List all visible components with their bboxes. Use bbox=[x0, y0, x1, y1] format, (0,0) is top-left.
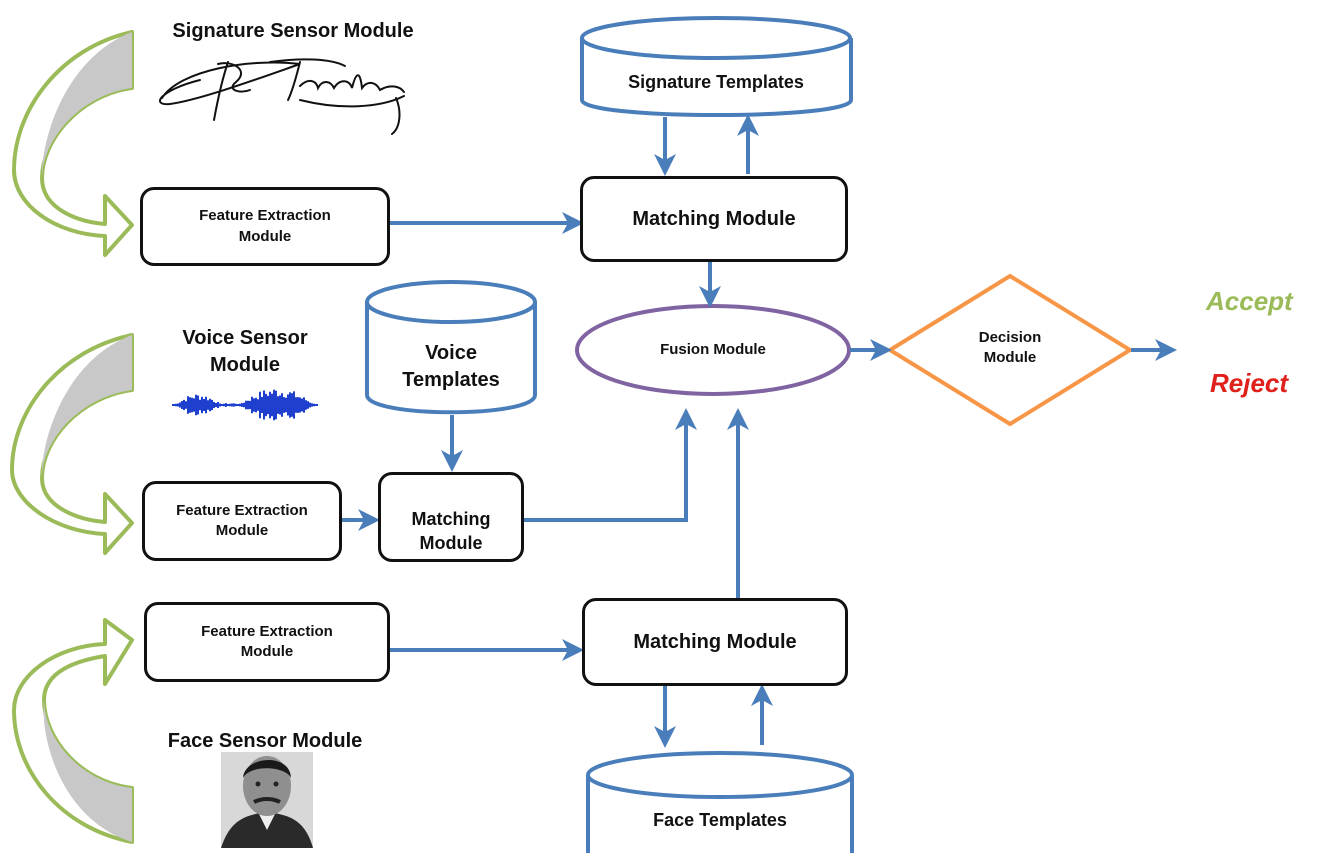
voice-templates-label: Voice Templates bbox=[402, 342, 500, 391]
face-templates-label: Face Templates bbox=[653, 810, 787, 830]
face-feature-extraction-label: Feature Extraction Module bbox=[201, 622, 333, 660]
signature-templates-cylinder bbox=[580, 16, 853, 117]
accept-outcome: Accept bbox=[1206, 286, 1293, 316]
face-sensor-title: Face Sensor Module bbox=[167, 730, 363, 752]
voice-feature-extraction-box: Feature Extraction Module bbox=[142, 481, 342, 561]
face-matching-box: Matching Module bbox=[582, 598, 848, 686]
voice-waveform-image bbox=[172, 389, 318, 421]
decision-module-diamond bbox=[886, 273, 1134, 427]
signature-matching-label: Matching Module bbox=[632, 207, 796, 230]
voice-matching-label: Matching Module bbox=[411, 508, 491, 553]
decision-module-label: Decision Module bbox=[978, 329, 1042, 367]
signature-feature-extraction-label: Feature Extraction Module bbox=[199, 207, 331, 245]
voice-sensor-arrow bbox=[10, 333, 134, 555]
face-sensor-arrow bbox=[12, 618, 134, 844]
face-feature-extraction-box: Feature Extraction Module bbox=[144, 602, 390, 682]
voice-matching-box: Matching Module bbox=[378, 472, 524, 562]
signature-sensor-arrow bbox=[12, 30, 134, 257]
signature-image bbox=[159, 58, 405, 135]
face-templates-cylinder bbox=[586, 751, 854, 853]
voice-templates-cylinder bbox=[365, 280, 537, 415]
reject-outcome: Reject bbox=[1210, 368, 1289, 398]
signature-feature-extraction-box: Feature Extraction Module bbox=[140, 187, 390, 266]
signature-templates-label: Signature Templates bbox=[628, 72, 804, 92]
face-matching-label: Matching Module bbox=[633, 630, 797, 653]
fusion-module-label: Fusion Module bbox=[660, 341, 766, 358]
voice-feature-extraction-label: Feature Extraction Module bbox=[176, 501, 308, 539]
signature-sensor-title: Signature Sensor Module bbox=[172, 20, 414, 42]
signature-matching-box: Matching Module bbox=[580, 176, 848, 262]
face-photo-image bbox=[221, 752, 313, 848]
voice-sensor-title: Voice Sensor Module bbox=[182, 327, 308, 376]
arrow-voice-matching-to-fusion bbox=[523, 408, 697, 522]
